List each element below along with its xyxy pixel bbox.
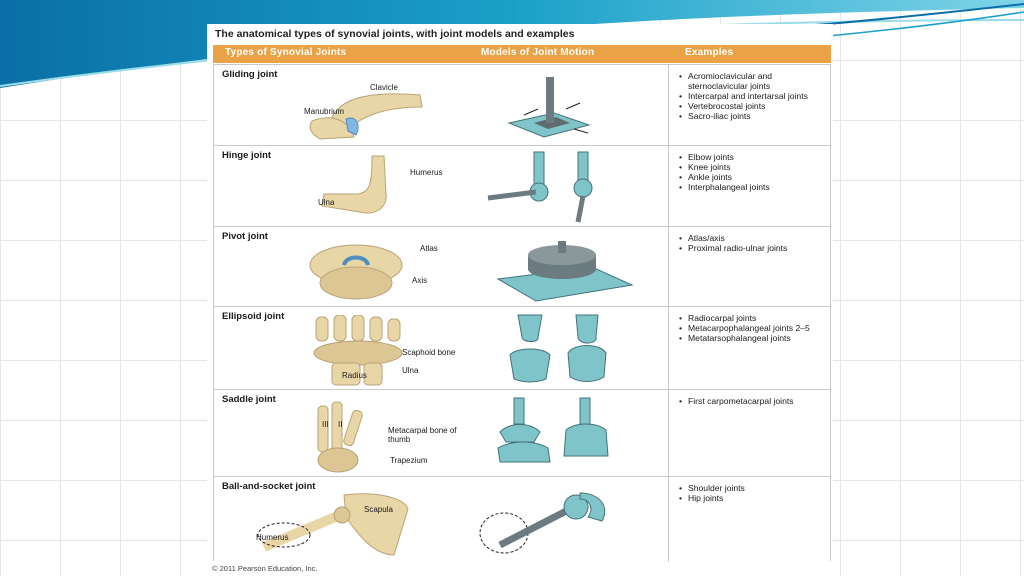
row-gliding-joint: Gliding joint Clavicle Manubrium [214, 65, 830, 146]
example-item: Metatarsophalangeal joints [679, 333, 826, 343]
hinge-model [487, 151, 593, 223]
row-ellipsoid-joint: Ellipsoid joint Scaphoid bone Ulna Radiu… [214, 307, 830, 390]
ellipsoid-bone-illustration [313, 315, 403, 386]
row-saddle-joint: Saddle joint III II Metacarpal bone of t… [214, 390, 830, 477]
examples-cell: Radiocarpal joints Metacarpophalangeal j… [668, 307, 830, 389]
label-ulna: Ulna [318, 198, 335, 207]
example-item: Metacarpophalangeal joints 2–5 [679, 323, 826, 333]
example-item: Elbow joints [679, 152, 826, 162]
header-models: Models of Joint Motion [481, 47, 595, 58]
figure-title: The anatomical types of synovial joints,… [215, 28, 575, 40]
ball-socket-bone-illustration [257, 493, 409, 556]
copyright-notice: © 2011 Pearson Education, Inc. [212, 564, 318, 573]
illustration-cell: Saddle joint III II Metacarpal bone of t… [214, 390, 668, 476]
joint-name: Ellipsoid joint [222, 311, 285, 322]
table-header: Types of Synovial Joints Models of Joint… [213, 45, 831, 63]
illustration-cell: Pivot joint Atlas Axis [214, 227, 668, 306]
label-metacarpal-iii: III [322, 420, 329, 429]
example-item: Ankle joints [679, 172, 826, 182]
example-item: Shoulder joints [679, 483, 826, 493]
label-scapula: Scapula [364, 505, 393, 514]
saddle-bone-illustration [317, 401, 363, 473]
example-item: Acromioclavicular and sternoclavicular j… [679, 71, 826, 91]
illustration-cell: Ellipsoid joint Scaphoid bone Ulna Radiu… [214, 307, 668, 389]
label-humerus: Humerus [256, 533, 289, 542]
illustration-cell: Gliding joint Clavicle Manubrium [214, 65, 668, 145]
saddle-model [497, 397, 609, 463]
gliding-model [507, 77, 591, 138]
example-item: Knee joints [679, 162, 826, 172]
row-hinge-joint: Hinge joint Humerus Ulna Elbow joints [214, 146, 830, 227]
joints-table: Gliding joint Clavicle Manubrium [213, 64, 831, 562]
label-ulna: Ulna [402, 366, 419, 375]
synovial-joints-figure: The anatomical types of synovial joints,… [207, 24, 833, 576]
row-ball-and-socket-joint: Ball-and-socket joint Scapula Humerus [214, 477, 830, 562]
label-humerus: Humerus [410, 168, 443, 177]
joint-name: Saddle joint [222, 394, 276, 405]
example-item: Vertebrocostal joints [679, 101, 826, 111]
gliding-bone-illustration [309, 93, 423, 140]
joint-name: Gliding joint [222, 69, 278, 80]
label-manubrium: Manubrium [304, 107, 345, 116]
example-item: Radiocarpal joints [679, 313, 826, 323]
examples-cell: First carpometacarpal joints [668, 390, 830, 476]
example-item: Intercarpal and intertarsal joints [679, 91, 826, 101]
label-atlas: Atlas [420, 244, 438, 253]
example-item: First carpometacarpal joints [679, 396, 826, 406]
example-item: Proximal radio-ulnar joints [679, 243, 826, 253]
example-item: Hip joints [679, 493, 826, 503]
pivot-model [496, 241, 634, 302]
illustration-cell: Hinge joint Humerus Ulna [214, 146, 668, 226]
example-item: Interphalangeal joints [679, 182, 826, 192]
joint-name: Ball-and-socket joint [222, 481, 316, 492]
example-item: Atlas/axis [679, 233, 826, 243]
row-pivot-joint: Pivot joint Atlas Axis Atla [214, 227, 830, 307]
ellipsoid-model [509, 314, 607, 383]
example-item: Sacro-iliac joints [679, 111, 826, 121]
examples-cell: Elbow joints Knee joints Ankle joints In… [668, 146, 830, 226]
label-metacarpal-ii: II [338, 420, 343, 429]
label-scaphoid-bone: Scaphoid bone [402, 348, 456, 357]
label-metacarpal-bone-of-thumb: Metacarpal bone of thumb [388, 426, 457, 444]
label-radius: Radius [342, 371, 367, 380]
ball-socket-model [479, 492, 606, 554]
header-types: Types of Synovial Joints [225, 47, 347, 58]
pivot-bone-illustration [309, 244, 403, 300]
label-trapezium: Trapezium [390, 456, 428, 465]
label-clavicle: Clavicle [370, 83, 399, 92]
examples-cell: Shoulder joints Hip joints [668, 477, 830, 562]
examples-cell: Atlas/axis Proximal radio-ulnar joints [668, 227, 830, 306]
joint-name: Hinge joint [222, 150, 272, 161]
header-examples: Examples [685, 47, 734, 58]
joint-name: Pivot joint [222, 231, 268, 242]
label-axis: Axis [412, 276, 428, 285]
examples-cell: Acromioclavicular and sternoclavicular j… [668, 65, 830, 145]
illustration-cell: Ball-and-socket joint Scapula Humerus [214, 477, 668, 562]
hinge-bone-illustration [321, 155, 387, 214]
